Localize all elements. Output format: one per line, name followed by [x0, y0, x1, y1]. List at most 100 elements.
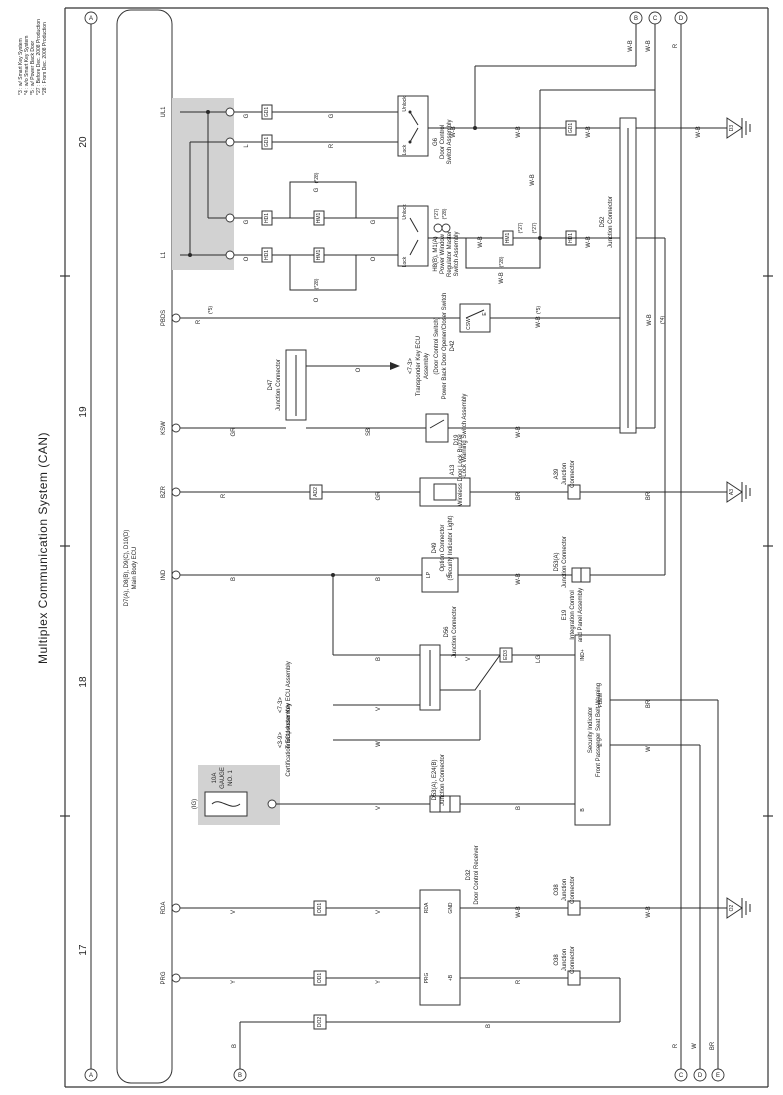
- page-number: 18: [78, 676, 89, 688]
- svg-text:(*28): (*28): [499, 256, 505, 267]
- svg-text:BR: BR: [646, 491, 652, 500]
- d19-switch-box: [425, 413, 449, 443]
- svg-text:Integration Control: Integration Control: [570, 590, 576, 639]
- svg-text:W-B: W-B: [586, 236, 592, 248]
- svg-text:G6: G6: [433, 137, 439, 146]
- svg-text:D: D: [679, 16, 684, 22]
- svg-text:HM1: HM1: [505, 233, 511, 244]
- svg-text:(Security Indicator Light): (Security Indicator Light): [448, 515, 454, 580]
- svg-text:Switch Assembly: Switch Assembly: [454, 231, 460, 276]
- svg-text:V: V: [376, 910, 382, 914]
- o38-junction-connector-top: [567, 900, 581, 916]
- svg-text:(*4): (*4): [660, 316, 666, 324]
- svg-text:Junction: Junction: [562, 879, 568, 901]
- ecu-terminal-l1: L1: [161, 251, 167, 258]
- grid-marker-c-bottom: [674, 1068, 688, 1082]
- svg-text:<3-9>: <3-9>: [278, 732, 284, 748]
- wire-bypass-28-top: [289, 181, 357, 218]
- ecu-label: D7(A), D8(B), D9(C), D10(D): [124, 530, 130, 607]
- connector-od1: OD1: [313, 900, 327, 916]
- svg-text:D3: D3: [729, 125, 735, 132]
- svg-text:Junction Connector: Junction Connector: [276, 359, 282, 411]
- grid-marker-a-bottom: [84, 1068, 98, 1082]
- svg-text:SB: SB: [366, 428, 372, 436]
- svg-text:B: B: [232, 1044, 238, 1048]
- svg-text:Connector: Connector: [570, 946, 576, 974]
- svg-text:OD1: OD1: [317, 973, 323, 984]
- svg-text:Connector: Connector: [570, 876, 576, 904]
- svg-text:G: G: [329, 113, 335, 118]
- svg-text:D32: D32: [466, 869, 472, 881]
- svg-text:LP: LP: [426, 571, 432, 578]
- svg-text:L1: L1: [161, 251, 167, 258]
- svg-text:Y: Y: [376, 980, 382, 984]
- svg-text:Front Passenger Seat Belt Warn: Front Passenger Seat Belt Warning: [596, 683, 602, 777]
- svg-text:PRG: PRG: [161, 971, 167, 984]
- e19-integration-control: [574, 634, 611, 826]
- svg-text:(*5): (*5): [536, 306, 542, 314]
- page-number: 17: [78, 944, 89, 956]
- svg-text:D53(A), E24(B): D53(A), E24(B): [432, 759, 438, 800]
- connector-gd1: GD1: [261, 104, 273, 120]
- ecu-terminal-prg: PRG: [161, 971, 181, 985]
- note: *3 : w/ Smart Key System: [18, 38, 24, 95]
- ecu-sublabel: Main Body ECU: [132, 547, 138, 590]
- svg-text:Wireless Door Lock Buzzer: Wireless Door Lock Buzzer: [458, 434, 464, 506]
- svg-text:Power Window: Power Window: [440, 233, 446, 274]
- a39-junction-connector: [567, 484, 581, 500]
- svg-text:O38: O38: [554, 954, 560, 966]
- svg-text:A39: A39: [554, 468, 560, 479]
- svg-text:D: D: [698, 1073, 703, 1079]
- svg-text:G: G: [244, 219, 250, 224]
- svg-text:GAUGE: GAUGE: [220, 767, 226, 789]
- connector-gd1-right: GD1: [565, 120, 577, 136]
- note: *5 : w/ Power Back Door: [30, 40, 36, 95]
- svg-text:V: V: [376, 707, 382, 711]
- svg-text:(*28): (*28): [314, 278, 320, 289]
- svg-text:R: R: [221, 493, 227, 498]
- svg-text:RDA: RDA: [424, 902, 430, 913]
- svg-text:W-B: W-B: [536, 316, 542, 328]
- connector-od1-prg: OD1: [313, 970, 327, 986]
- svg-text:OD1: OD1: [317, 903, 323, 914]
- svg-text:W-B: W-B: [530, 174, 536, 186]
- note: *27 : Before Dec. 2008 Production: [36, 19, 42, 95]
- svg-text:NO. 1: NO. 1: [228, 770, 234, 786]
- svg-text:V: V: [231, 910, 237, 914]
- svg-text:O: O: [244, 256, 250, 261]
- svg-text:W-B: W-B: [628, 40, 634, 52]
- svg-text:LG: LG: [536, 655, 542, 663]
- grid-marker-c: [648, 11, 662, 25]
- svg-text:W-B: W-B: [646, 40, 652, 52]
- svg-text:H8(B), M1(A): H8(B), M1(A): [433, 236, 439, 271]
- grid-marker-b: [629, 11, 643, 25]
- svg-text:B: B: [580, 808, 586, 812]
- svg-text:HD1: HD1: [264, 250, 270, 260]
- connector-hd1b: HD1: [261, 247, 273, 263]
- svg-text:(*27): (*27): [532, 222, 538, 233]
- svg-text:O2: O2: [729, 904, 735, 911]
- svg-text:Door Control: Door Control: [440, 125, 446, 159]
- connector-gd1b: GD1: [261, 134, 273, 150]
- svg-text:W-B: W-B: [647, 314, 653, 326]
- ground-d3: [726, 117, 743, 139]
- grid-marker-d-bottom: [693, 1068, 707, 1082]
- svg-text:Lock: Lock: [402, 144, 408, 155]
- svg-text:GD1: GD1: [264, 137, 270, 148]
- svg-text:E: E: [716, 1073, 720, 1079]
- svg-text:W-B: W-B: [516, 126, 522, 138]
- svg-text:+B: +B: [448, 974, 454, 981]
- svg-text:G: G: [371, 219, 377, 224]
- svg-text:C: C: [679, 1073, 684, 1079]
- svg-text:E: E: [482, 312, 488, 316]
- note: *4 : w/o Smart Key System: [24, 36, 30, 95]
- connector-hm1: HM1: [313, 210, 325, 226]
- svg-text:Transponder Key ECU: Transponder Key ECU: [416, 336, 422, 396]
- svg-text:DO2: DO2: [317, 1017, 323, 1028]
- grid-letter: A: [89, 16, 93, 22]
- page-number: 19: [78, 406, 89, 418]
- svg-text:B: B: [238, 1073, 242, 1079]
- svg-text:G: G: [244, 113, 250, 118]
- svg-text:Switch Assembly: Switch Assembly: [447, 119, 453, 164]
- svg-text:Unlock: Unlock: [402, 96, 408, 112]
